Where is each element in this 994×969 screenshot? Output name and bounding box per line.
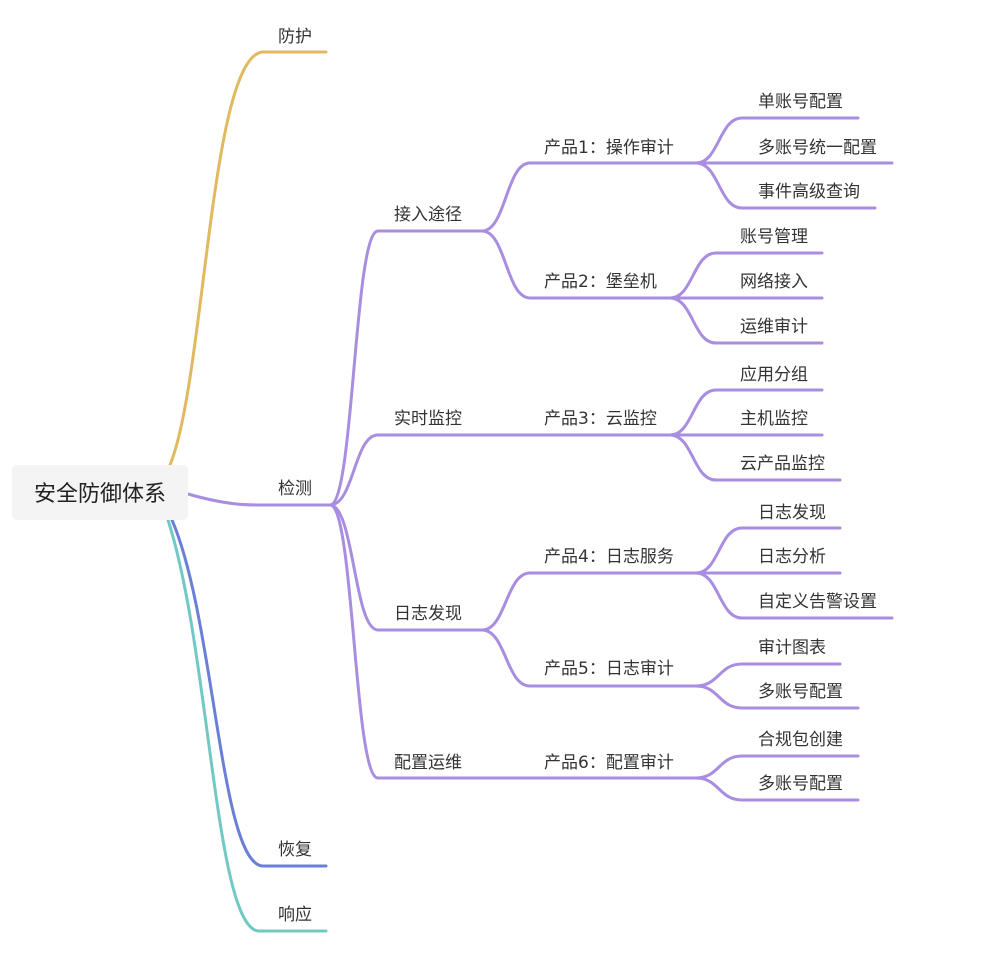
leaf-p5-item[interactable]: 审计图表 [758, 638, 826, 658]
leaf-p2-item[interactable]: 网络接入 [740, 272, 808, 292]
leaf-p6-item[interactable]: 多账号配置 [758, 774, 843, 794]
node-protect[interactable]: 防护 [278, 27, 312, 47]
leaf-p3-item[interactable]: 应用分组 [740, 365, 808, 385]
connector-leaf [668, 388, 824, 437]
node-logs[interactable]: 日志发现 [394, 604, 462, 624]
node-recover[interactable]: 恢复 [278, 840, 312, 860]
connector-leaf [694, 116, 860, 165]
connector-leaf [694, 776, 860, 802]
connector-product-2 [480, 229, 672, 300]
node-product-2[interactable]: 产品2：堡垒机 [544, 272, 657, 292]
leaf-p2-item[interactable]: 运维审计 [740, 317, 808, 337]
root-node[interactable]: 安全防御体系 [12, 465, 188, 520]
leaf-p3-item[interactable]: 云产品监控 [740, 454, 825, 474]
leaf-p5-item[interactable]: 多账号配置 [758, 682, 843, 702]
node-access[interactable]: 接入途径 [394, 205, 462, 225]
node-product-6[interactable]: 产品6：配置审计 [544, 753, 674, 773]
connector-leaf [694, 161, 877, 210]
node-product-5[interactable]: 产品5：日志审计 [544, 659, 674, 679]
connector-access [328, 229, 484, 507]
connector-protect [168, 50, 328, 467]
leaf-p4-item[interactable]: 自定义告警设置 [758, 592, 877, 612]
node-product-3[interactable]: 产品3：云监控 [544, 409, 657, 429]
connector-respond [166, 518, 328, 933]
node-product-1[interactable]: 产品1：操作审计 [544, 138, 674, 158]
node-ops[interactable]: 配置运维 [394, 753, 462, 773]
connector-product-1 [480, 161, 698, 233]
connector-ops [328, 503, 484, 780]
root-node-box [12, 465, 188, 520]
node-monitor[interactable]: 实时监控 [394, 409, 462, 429]
connector-lines [166, 50, 894, 933]
connector-leaf [668, 433, 842, 482]
root-node-label: 安全防御体系 [34, 482, 166, 507]
connector-leaf [668, 296, 824, 345]
connector-product-4 [480, 571, 698, 632]
leaf-p4-item[interactable]: 日志分析 [758, 547, 826, 567]
leaf-p1-item[interactable]: 单账号配置 [758, 92, 843, 112]
leaf-p3-item[interactable]: 主机监控 [740, 409, 808, 429]
node-respond[interactable]: 响应 [278, 905, 312, 925]
leaf-p1-item[interactable]: 事件高级查询 [758, 182, 860, 202]
node-detect[interactable]: 检测 [278, 479, 312, 499]
leaf-p4-item[interactable]: 日志发现 [758, 503, 826, 523]
connector-leaf [668, 251, 824, 300]
leaf-p1-item[interactable]: 多账号统一配置 [758, 138, 877, 158]
connector-monitor [328, 433, 484, 507]
connector-detect [186, 492, 332, 507]
connector-leaf [694, 526, 842, 575]
leaf-p6-item[interactable]: 合规包创建 [758, 730, 843, 750]
node-product-4[interactable]: 产品4：日志服务 [544, 547, 674, 567]
connector-leaf [694, 684, 860, 710]
leaf-p2-item[interactable]: 账号管理 [740, 227, 808, 247]
connector-leaf [694, 571, 894, 620]
connector-logs [328, 503, 484, 632]
connector-product-5 [480, 628, 698, 688]
connector-recover [170, 518, 328, 868]
